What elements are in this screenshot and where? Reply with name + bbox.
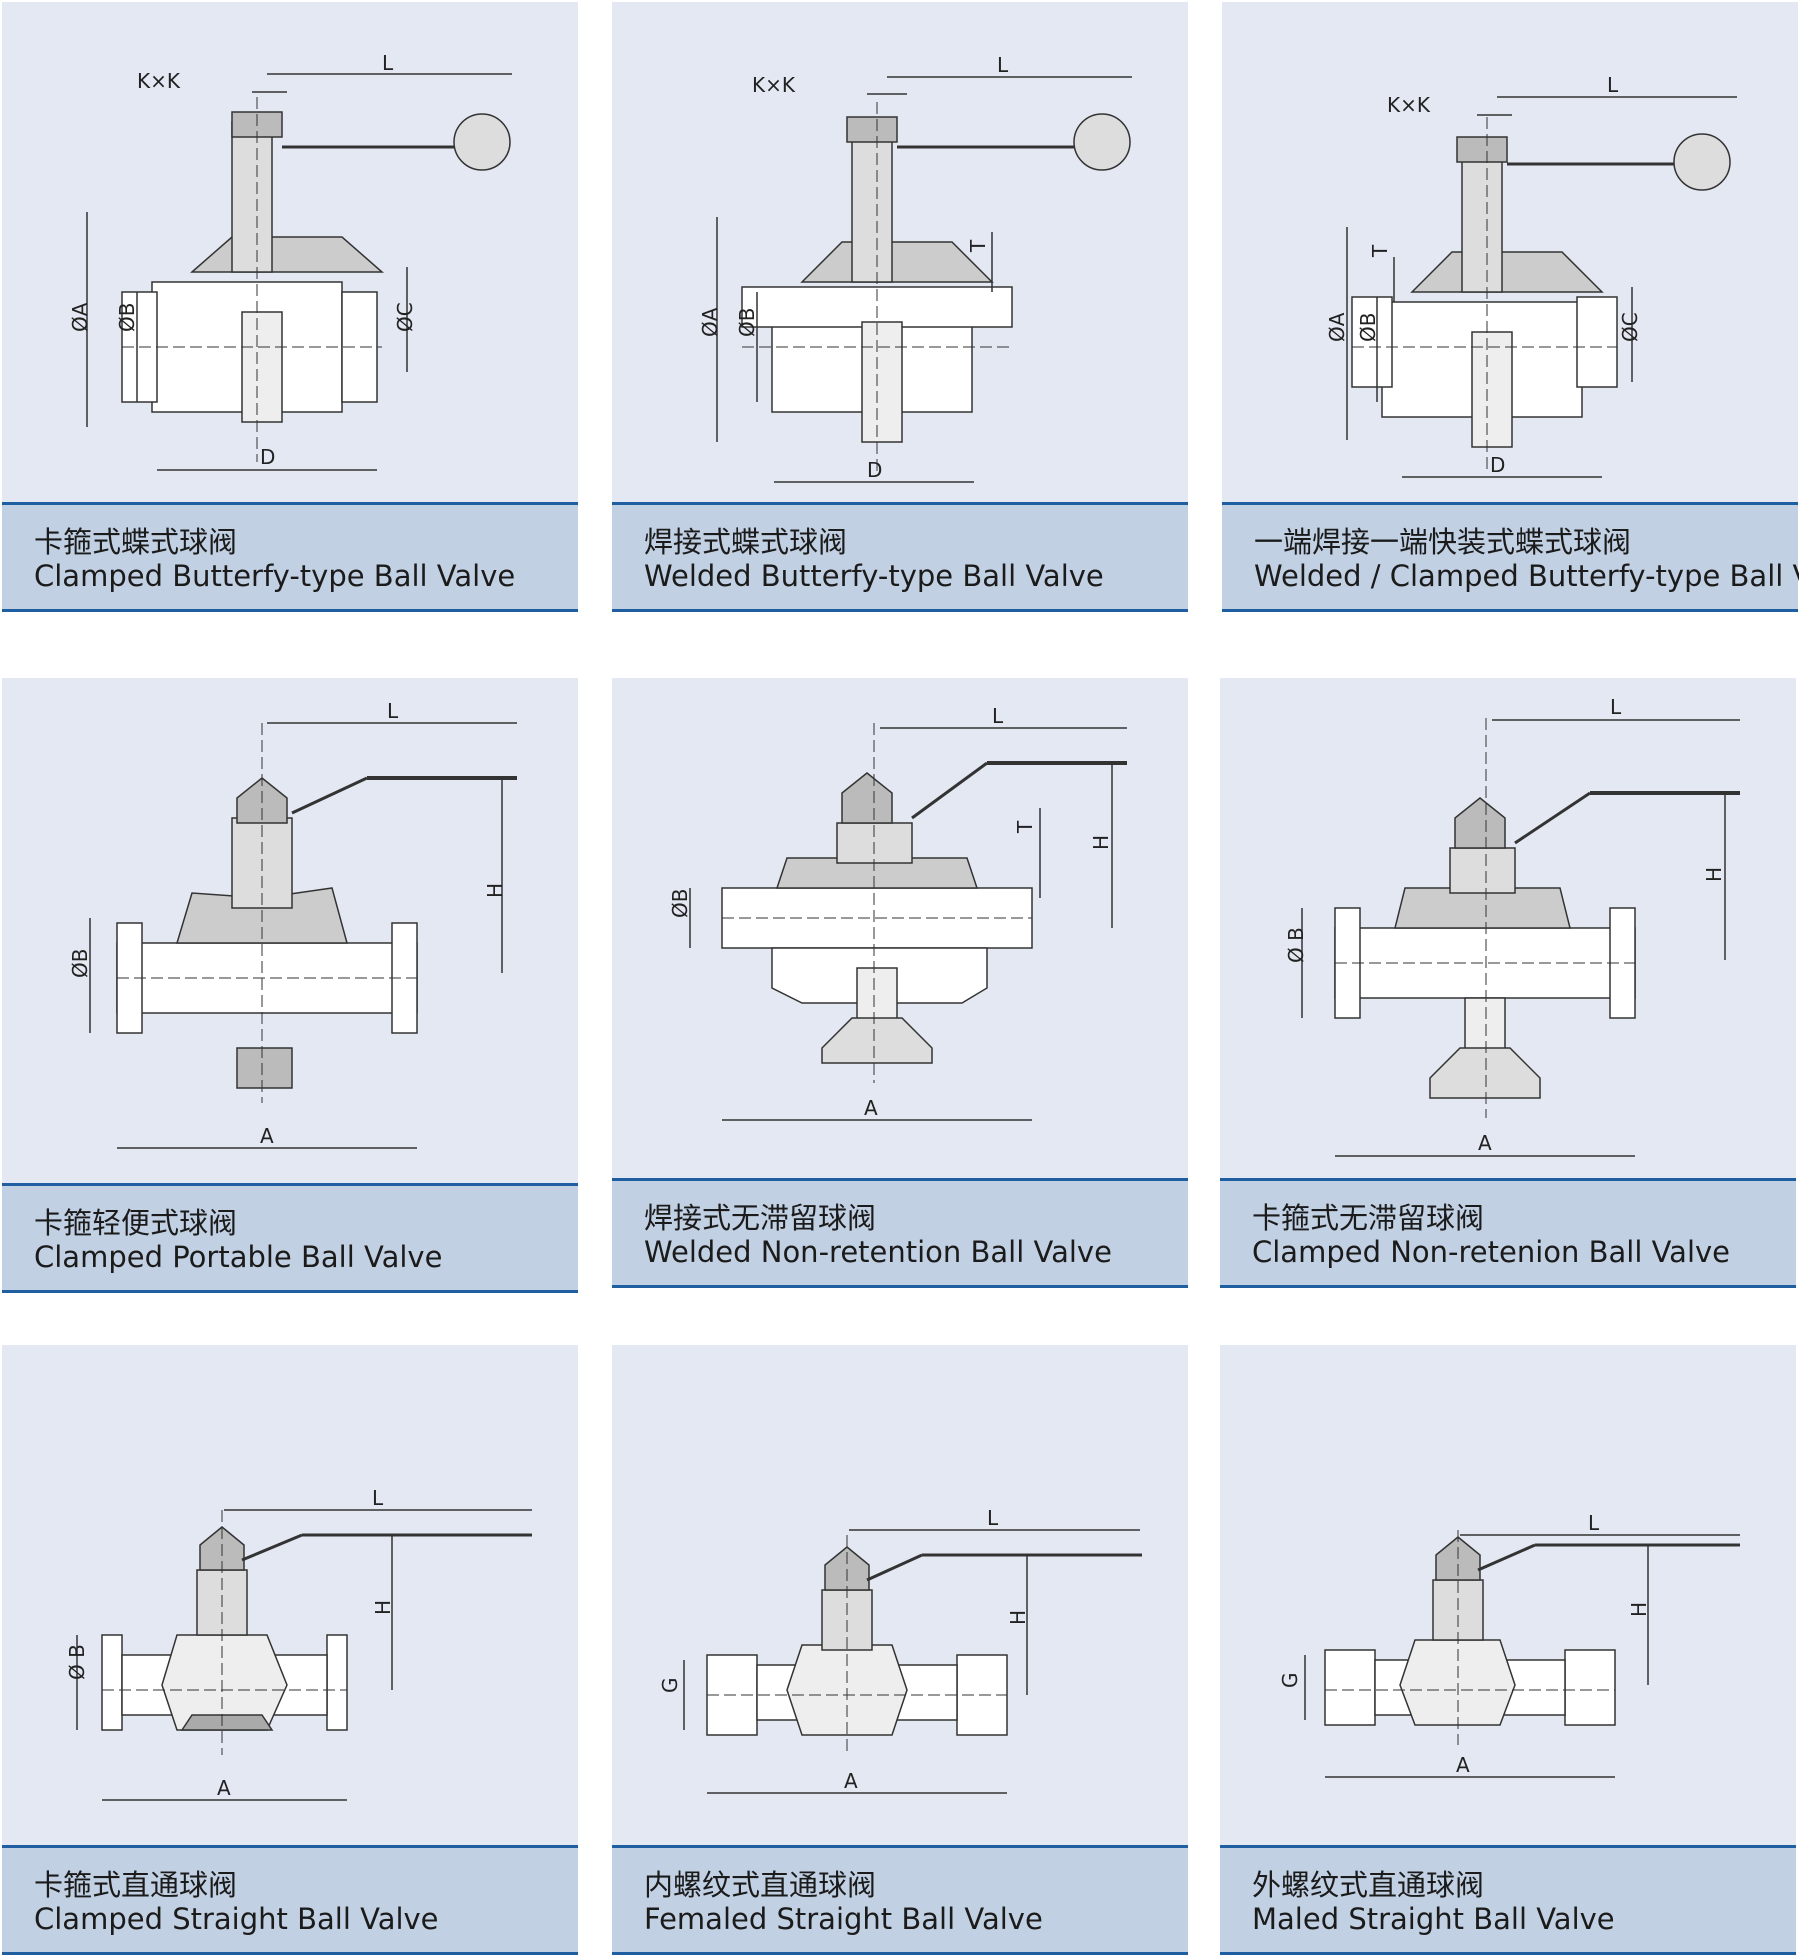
dim-l: L	[997, 53, 1009, 77]
valve-name-cn: 外螺纹式直通球阀	[1252, 1868, 1485, 1902]
valve-name-cn: 焊接式蝶式球阀	[644, 525, 848, 559]
dim-l: L	[1588, 1511, 1600, 1535]
dim-l: L	[992, 704, 1004, 728]
valve-caption-9: 外螺纹式直通球阀 Maled Straight Ball Valve	[1220, 1845, 1796, 1955]
valve-drawing-6: L H Ø B A	[1220, 678, 1796, 1178]
valve-name-cn: 卡箍式蝶式球阀	[34, 525, 238, 559]
valve-name-en: Maled Straight Ball Valve	[1252, 1902, 1615, 1936]
valve-drawing-7: L H Ø B A	[2, 1345, 578, 1845]
valve-name-en: Clamped Non-retenion Ball Valve	[1252, 1235, 1731, 1269]
butterfly-valve-diagram: L K×K T ØA ØB ØC D	[1325, 73, 1737, 478]
dim-a: ØA	[698, 307, 722, 337]
valve-name-en: Welded / Clamped Butterfy-type Ball Valv…	[1254, 559, 1799, 593]
valve-drawing-2: L K×K T ØA ØB D	[612, 2, 1188, 502]
valve-drawing-8: L H G A	[612, 1345, 1188, 1845]
valve-caption-6: 卡箍式无滞留球阀 Clamped Non-retenion Ball Valve	[1220, 1178, 1796, 1288]
dim-a: A	[217, 1776, 231, 1800]
valve-name-cn: 内螺纹式直通球阀	[644, 1868, 877, 1902]
dim-h: H	[1702, 867, 1726, 882]
dim-h: H	[483, 883, 507, 898]
valve-name-en: Clamped Straight Ball Valve	[34, 1902, 439, 1936]
dim-g: G	[658, 1678, 682, 1694]
dim-b: ØB	[735, 308, 759, 337]
valve-name-en: Clamped Portable Ball Valve	[34, 1240, 443, 1274]
valve-drawing-4: L H ØB A	[2, 678, 578, 1183]
dim-b: ØB	[68, 949, 92, 978]
valve-caption-3: 一端焊接一端快装式蝶式球阀 Welded / Clamped Butterfy-…	[1222, 502, 1799, 612]
dim-d: D	[1490, 453, 1505, 477]
dim-a: A	[260, 1124, 274, 1148]
non-retention-valve-diagram: L T H ØB A	[668, 704, 1127, 1121]
valve-drawing-9: L H G A	[1220, 1345, 1796, 1845]
dim-b: ØB	[668, 889, 692, 918]
dim-h: H	[1089, 835, 1113, 850]
valve-name-en: Welded Non-retention Ball Valve	[644, 1235, 1112, 1269]
straight-valve-diagram: L H Ø B A	[65, 1486, 532, 1801]
valve-name-cn: 一端焊接一端快装式蝶式球阀	[1254, 525, 1632, 559]
valve-caption-4: 卡箍轻便式球阀 Clamped Portable Ball Valve	[2, 1183, 578, 1293]
dim-g: G	[1278, 1673, 1302, 1689]
valve-name-cn: 焊接式无滞留球阀	[644, 1201, 877, 1235]
dim-t: T	[1368, 244, 1392, 258]
straight-valve-diagram: L H G A	[1278, 1511, 1740, 1778]
dim-kk: K×K	[1387, 93, 1431, 117]
dim-b: ØB	[115, 303, 139, 332]
butterfly-valve-diagram: L K×K ØA ØB ØC D	[68, 51, 512, 471]
dim-b: Ø B	[1284, 927, 1308, 963]
valve-caption-2: 焊接式蝶式球阀 Welded Butterfy-type Ball Valve	[612, 502, 1188, 612]
dim-h: H	[371, 1600, 395, 1615]
valve-name-cn: 卡箍式直通球阀	[34, 1868, 238, 1902]
dim-l: L	[372, 1486, 384, 1510]
dim-kk: K×K	[752, 73, 796, 97]
valve-drawing-1: L K×K ØA ØB ØC D	[2, 2, 578, 502]
valve-caption-8: 内螺纹式直通球阀 Femaled Straight Ball Valve	[612, 1845, 1188, 1955]
dim-l: L	[987, 1506, 999, 1530]
valve-name-en: Clamped Butterfy-type Ball Valve	[34, 559, 516, 593]
portable-valve-diagram: L H ØB A	[68, 699, 517, 1149]
valve-caption-1: 卡箍式蝶式球阀 Clamped Butterfy-type Ball Valve	[2, 502, 578, 612]
dim-l: L	[1610, 695, 1622, 719]
dim-d: D	[867, 458, 882, 482]
dim-c: ØC	[1618, 312, 1642, 342]
valve-drawing-5: L T H ØB A	[612, 678, 1188, 1178]
dim-l: L	[387, 699, 399, 723]
dim-t: T	[966, 239, 990, 253]
dim-h: H	[1006, 1610, 1030, 1625]
dim-l: L	[382, 51, 394, 75]
dim-l: L	[1607, 73, 1619, 97]
dim-kk: K×K	[137, 69, 181, 93]
straight-valve-diagram: L H G A	[658, 1506, 1142, 1794]
dim-a: ØA	[68, 302, 92, 332]
valve-name-en: Femaled Straight Ball Valve	[644, 1902, 1043, 1936]
dim-d: D	[260, 445, 275, 469]
valve-name-cn: 卡箍轻便式球阀	[34, 1206, 238, 1240]
dim-a: A	[844, 1769, 858, 1793]
dim-h: H	[1627, 1602, 1651, 1617]
dim-a: A	[1456, 1753, 1470, 1777]
dim-a: A	[864, 1096, 878, 1120]
non-retention-valve-diagram: L H Ø B A	[1284, 695, 1740, 1157]
valve-name-en: Welded Butterfy-type Ball Valve	[644, 559, 1104, 593]
valve-drawing-3: L K×K T ØA ØB ØC D	[1222, 2, 1798, 502]
dim-t: T	[1013, 820, 1037, 834]
butterfly-valve-diagram: L K×K T ØA ØB D	[698, 53, 1132, 483]
dim-b: Ø B	[65, 1644, 89, 1680]
dim-a: A	[1478, 1131, 1492, 1155]
valve-caption-5: 焊接式无滞留球阀 Welded Non-retention Ball Valve	[612, 1178, 1188, 1288]
dim-c: ØC	[393, 302, 417, 332]
dim-a: ØA	[1325, 312, 1349, 342]
dim-b: ØB	[1356, 313, 1380, 342]
valve-name-cn: 卡箍式无滞留球阀	[1252, 1201, 1485, 1235]
valve-caption-7: 卡箍式直通球阀 Clamped Straight Ball Valve	[2, 1845, 578, 1955]
